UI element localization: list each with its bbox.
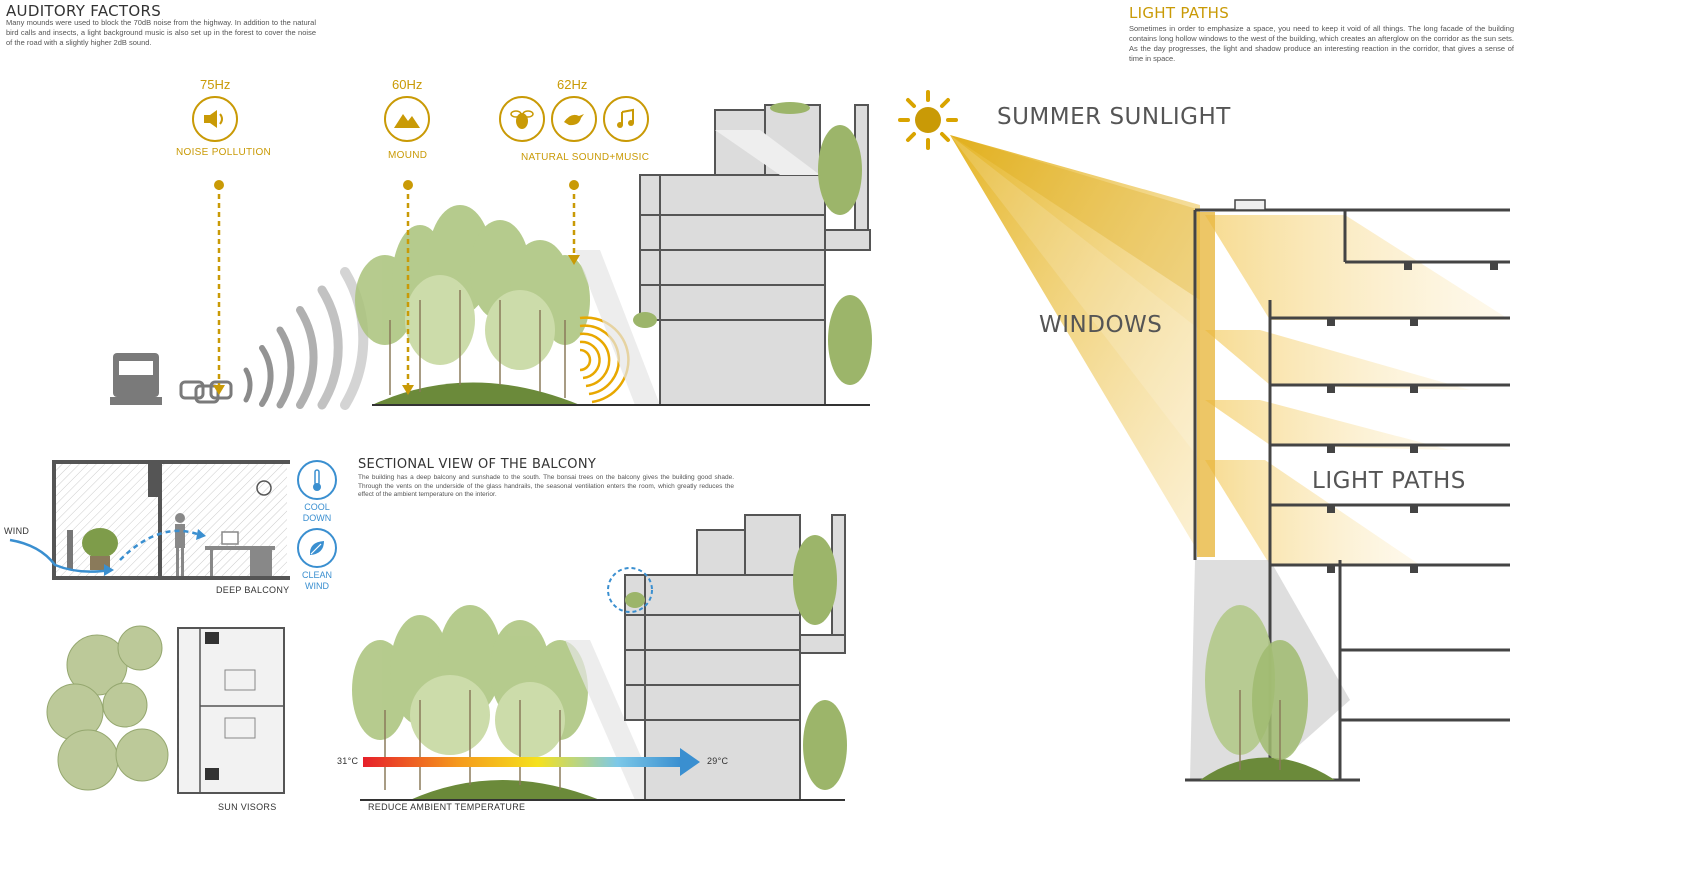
sun-visors-label: SUN VISORS (218, 802, 277, 812)
sunlight-beam (950, 135, 1200, 555)
cars-icon (179, 380, 233, 404)
temperature-cool: 29°C (707, 756, 729, 766)
light-paths-description: Sometimes in order to emphasize a space,… (1129, 24, 1514, 63)
clean-wind-label: CLEAN WIND (296, 570, 338, 592)
sound-waves (243, 267, 369, 410)
balcony-description: The building has a deep balcony and suns… (358, 474, 734, 498)
mound-frequency: 60Hz (392, 77, 423, 92)
desk (205, 531, 275, 576)
forest-top (355, 205, 590, 370)
mound-shape (372, 382, 580, 405)
clean-label-line1: CLEAN (301, 570, 332, 580)
bee-icon (499, 96, 545, 142)
frequency-arrows (217, 185, 576, 385)
light-paths-title: LIGHT PATHS (1129, 4, 1230, 22)
noise-section (110, 102, 872, 410)
light-paths-section (898, 90, 1510, 782)
cool-label-line1: COOL (304, 502, 330, 512)
light-paths-label: LIGHT PATHS (1312, 468, 1466, 494)
balcony-highlight-circle (607, 567, 653, 613)
mound-label: MOUND (388, 150, 428, 161)
bird-icon (551, 96, 597, 142)
balcony-title: SECTIONAL VIEW OF THE BALCONY (358, 457, 597, 472)
natural-label: NATURAL SOUND+MUSIC (521, 152, 650, 163)
sun-icon (898, 90, 958, 150)
auditory-title: AUDITORY FACTORS (6, 2, 162, 20)
reduce-temperature-label: REDUCE AMBIENT TEMPERATURE (368, 802, 526, 812)
balcony-section (352, 514, 847, 801)
summer-sunlight-label: SUMMER SUNLIGHT (997, 104, 1231, 130)
mountain-icon (384, 96, 430, 142)
temperature-hot: 31°C (337, 756, 359, 766)
cool-label-line2: DOWN (302, 513, 332, 523)
noise-frequency: 75Hz (200, 77, 231, 92)
deep-balcony-diagram (9, 460, 290, 580)
person-figure (175, 513, 185, 576)
thermometer-icon (297, 460, 337, 500)
leaf-icon (297, 528, 337, 568)
windows-label: WINDOWS (1039, 312, 1163, 338)
deep-balcony-label: DEEP BALCONY (216, 585, 290, 595)
music-note-icon (603, 96, 649, 142)
cool-down-label: COOL DOWN (296, 502, 338, 524)
speaker-icon (192, 96, 238, 142)
forest-right (1200, 605, 1335, 780)
light-path-bands (1205, 215, 1510, 565)
natural-frequency: 62Hz (557, 77, 588, 92)
noise-label: NOISE POLLUTION (176, 147, 272, 158)
clean-label-line2: WIND (305, 581, 329, 591)
temperature-gradient (363, 757, 681, 767)
truck-icon (110, 353, 162, 405)
wind-label: WIND (4, 526, 30, 536)
sun-visors-plan (46, 625, 285, 794)
building-trees-top (633, 102, 872, 385)
auditory-description: Many mounds were used to block the 70dB … (6, 18, 316, 47)
